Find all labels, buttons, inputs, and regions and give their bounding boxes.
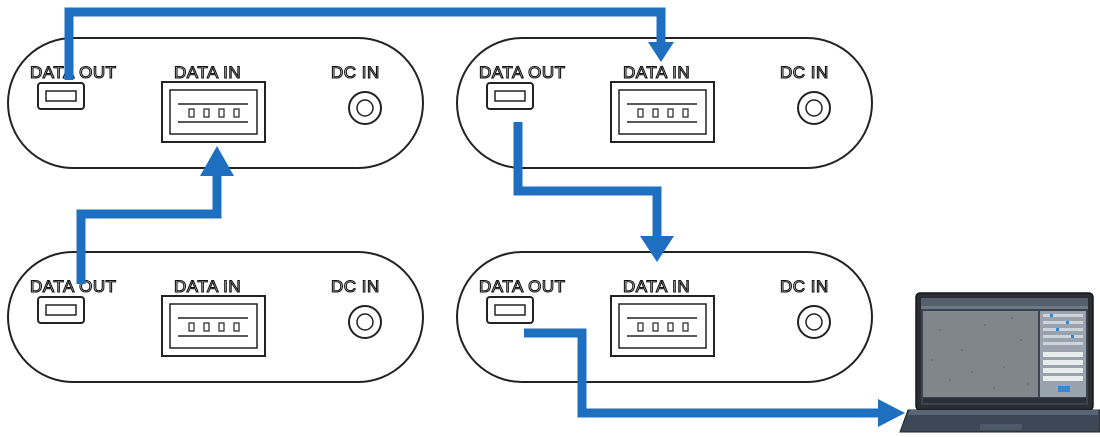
panel-outline	[7, 251, 424, 383]
data-out-label: DATA OUT	[479, 63, 566, 82]
panel-top-right: DATA OUT DATA IN DC IN	[456, 37, 873, 169]
dc-in-label: DC IN	[780, 277, 829, 296]
panel-top-left: DATA OUT DATA IN DC IN	[7, 37, 424, 169]
dc-in-label: DC IN	[331, 277, 380, 296]
panel-bottom-left: DATA OUT DATA IN DC IN	[7, 251, 424, 383]
arrowhead-icon	[200, 146, 234, 176]
data-out-label: DATA OUT	[479, 277, 566, 296]
cable-top-left-to-top-right	[64, 7, 674, 80]
data-in-label: DATA IN	[174, 277, 241, 296]
arrowhead-icon	[640, 236, 674, 262]
panel-bottom-right: DATA OUT DATA IN DC IN	[456, 251, 873, 383]
laptop-icon	[899, 292, 1100, 433]
data-in-label: DATA IN	[623, 277, 690, 296]
cable-bottom-right-to-laptop	[524, 328, 905, 427]
panel-outline	[456, 251, 873, 383]
data-in-label: DATA IN	[174, 63, 241, 82]
data-out-label: DATA OUT	[30, 277, 117, 296]
data-in-label: DATA IN	[623, 63, 690, 82]
dc-in-label: DC IN	[331, 63, 380, 82]
dc-in-label: DC IN	[780, 63, 829, 82]
laptop-screen	[921, 298, 1088, 405]
cable-top-right-to-bottom-right	[513, 122, 674, 262]
arrowhead-icon	[648, 42, 674, 62]
arrowhead-icon	[878, 399, 905, 427]
cable-bottom-left-to-top-left	[76, 146, 234, 284]
